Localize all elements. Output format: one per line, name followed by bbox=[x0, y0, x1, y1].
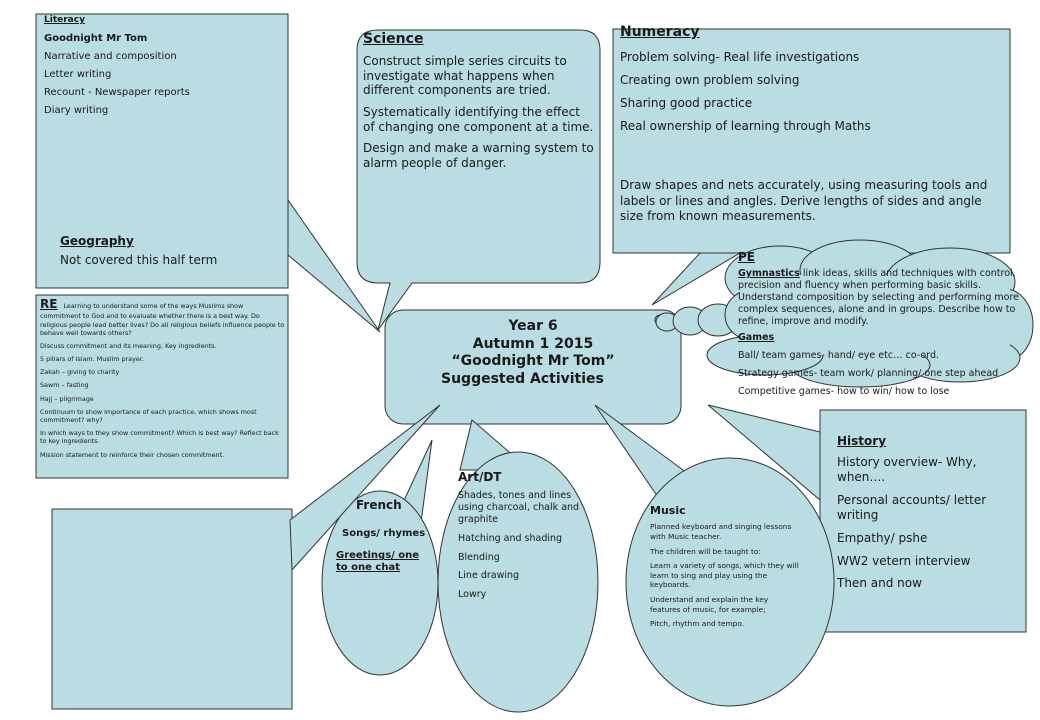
literacy-item: Recount - Newspaper reports bbox=[44, 87, 190, 98]
pe-games-label: Games bbox=[738, 332, 775, 344]
history-item: WW2 vetern interview bbox=[837, 553, 971, 568]
re-intro-text: Learning to understand some of the ways … bbox=[40, 302, 285, 337]
music-item: Planned keyboard and singing lessons wit… bbox=[650, 522, 792, 541]
history-item: History overview- Why, when…. bbox=[837, 454, 977, 485]
pe-title: PE bbox=[738, 250, 755, 264]
history-tail bbox=[707, 404, 821, 502]
music-item: Learn a variety of songs, which they wil… bbox=[650, 561, 799, 590]
re-item: Zakah – giving to charity bbox=[40, 368, 120, 377]
history-box bbox=[819, 409, 1027, 633]
science-item: Systematically identifying the effect of… bbox=[363, 104, 594, 134]
science-item: Design and make a warning system to alar… bbox=[363, 141, 594, 170]
literacy-title: Literacy bbox=[44, 15, 85, 25]
numeracy-tail bbox=[651, 252, 742, 306]
art-section: Art/DT Shades, tones and lines using cha… bbox=[458, 470, 582, 601]
history-section: History History overview- Why, when…. Pe… bbox=[837, 434, 1021, 592]
history-item: Then and now bbox=[837, 576, 922, 591]
history-item: Personal accounts/ letter writing bbox=[837, 492, 987, 523]
pe-games-item: Competitive games- how to win/ how to lo… bbox=[738, 386, 950, 397]
numeracy-section: Numeracy Problem solving- Real life inve… bbox=[620, 24, 1004, 225]
re-item: Mission statement to reinforce their cho… bbox=[40, 450, 225, 459]
art-title: Art/DT bbox=[458, 470, 502, 484]
re-item: In which ways to they show commitment? W… bbox=[40, 429, 279, 446]
center-title: Year 6 Autumn 1 2015 “Goodnight Mr Tom” … bbox=[405, 318, 661, 388]
numeracy-item: Sharing good practice bbox=[620, 96, 753, 110]
center-line: Autumn 1 2015 bbox=[472, 335, 594, 352]
french-title: French bbox=[356, 498, 402, 512]
art-item: Lowry bbox=[458, 589, 487, 601]
pe-section: PE Gymnastics link ideas, skills and tec… bbox=[738, 250, 1024, 398]
re-box bbox=[35, 294, 289, 479]
music-item: The children will be taught to: bbox=[650, 546, 761, 556]
literacy-item: Narrative and composition bbox=[44, 51, 177, 62]
re-item: Hajj – pilgrimage bbox=[40, 394, 94, 403]
art-item: Shades, tones and lines using charcoal, … bbox=[458, 490, 580, 525]
science-callout bbox=[356, 29, 601, 331]
re-item: 5 pillars of Islam. Muslim prayer. bbox=[40, 355, 144, 364]
center-line: Suggested Activities bbox=[441, 370, 604, 387]
science-section: Science Construct simple series circuits… bbox=[363, 31, 595, 170]
pe-gymnastics: Gymnastics link ideas, skills and techni… bbox=[738, 268, 1024, 327]
numeracy-box bbox=[612, 28, 1011, 254]
music-section: Music Planned keyboard and singing lesso… bbox=[650, 504, 800, 629]
re-item: Continuum to show importance of each pra… bbox=[40, 407, 257, 425]
numeracy-extra: Draw shapes and nets accurately, using m… bbox=[620, 178, 988, 224]
art-item: Blending bbox=[458, 551, 500, 563]
art-oval bbox=[437, 451, 599, 713]
french-item: Greetings/ one to one chat bbox=[336, 550, 420, 574]
center-box bbox=[384, 309, 682, 425]
music-title: Music bbox=[650, 504, 686, 517]
geography-section: Geography Not covered this half term bbox=[60, 234, 280, 267]
literacy-item: Letter writing bbox=[44, 69, 112, 80]
literacy-item: Diary writing bbox=[44, 105, 109, 116]
art-item: Hatching and shading bbox=[458, 532, 563, 544]
literacy-section: Literacy Goodnight Mr Tom Narrative and … bbox=[44, 14, 284, 116]
numeracy-title: Numeracy bbox=[620, 24, 700, 40]
music-item: Understand and explain the key features … bbox=[650, 595, 769, 614]
french-section: French Songs/ rhymes Greetings/ one to o… bbox=[336, 498, 432, 574]
history-item: Empathy/ pshe bbox=[837, 530, 928, 545]
pe-games-item: Ball/ team games- hand/ eye etc… co-ord. bbox=[738, 350, 940, 362]
numeracy-item: Problem solving- Real life investigation… bbox=[620, 50, 860, 64]
geography-title: Geography bbox=[60, 234, 134, 248]
re-item: Discuss commitment and its meaning. Key … bbox=[40, 341, 217, 350]
literacy-item: Goodnight Mr Tom bbox=[44, 33, 148, 44]
music-oval bbox=[625, 457, 835, 707]
center-line: “Goodnight Mr Tom” bbox=[451, 353, 615, 369]
history-title: History bbox=[837, 434, 887, 448]
numeracy-item: Real ownership of learning through Maths bbox=[620, 119, 871, 133]
science-item: Construct simple series circuits to inve… bbox=[363, 54, 567, 98]
center-line: Year 6 bbox=[508, 318, 558, 334]
pe-games-item: Strategy games- team work/ planning/ one… bbox=[738, 368, 999, 380]
pe-cloud bbox=[654, 239, 1034, 388]
re-item: Sawm – fasting bbox=[40, 381, 89, 390]
geography-text: Not covered this half term bbox=[60, 253, 218, 267]
french-item: Songs/ rhymes bbox=[342, 528, 426, 540]
science-title: Science bbox=[363, 31, 424, 47]
re-title: RE bbox=[40, 297, 58, 311]
numeracy-item: Creating own problem solving bbox=[620, 73, 800, 87]
literacy-box bbox=[35, 13, 289, 289]
pe-gymnastics-label: Gymnastics bbox=[738, 268, 800, 279]
art-item: Line drawing bbox=[458, 570, 520, 582]
blank-box bbox=[51, 508, 293, 710]
pe-gymnastics-text: link ideas, skills and techniques with c… bbox=[738, 268, 1020, 327]
music-item: Pitch, rhythm and tempo. bbox=[650, 619, 745, 629]
